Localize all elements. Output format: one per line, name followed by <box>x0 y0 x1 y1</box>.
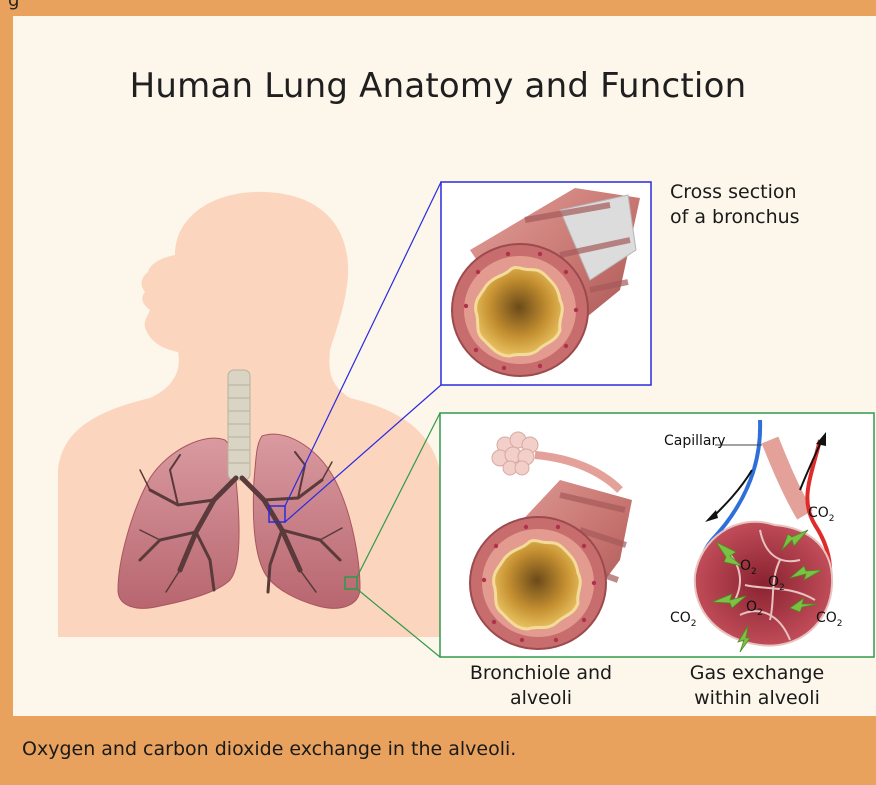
co2-text: CO <box>808 505 829 521</box>
o2-label-1: O2 <box>740 558 757 577</box>
co2-label-left: CO2 <box>670 610 697 629</box>
gas-exchange-line2: within alveoli <box>672 686 842 711</box>
o2-subscript: 2 <box>751 567 757 577</box>
bronchiole-line1: Bronchiole and <box>456 661 626 686</box>
o2-subscript: 2 <box>779 583 785 593</box>
co2-text: CO <box>816 610 837 626</box>
co2-subscript: 2 <box>837 619 843 629</box>
o2-subscript: 2 <box>757 608 763 618</box>
o2-text: O <box>746 599 757 615</box>
o2-text: O <box>740 558 751 574</box>
co2-text: CO <box>670 610 691 626</box>
cross-section-line1: Cross section <box>670 180 800 205</box>
caption: Oxygen and carbon dioxide exchange in th… <box>22 738 516 760</box>
gas-exchange-label: Gas exchange within alveoli <box>672 661 842 711</box>
co2-label-top: CO2 <box>808 505 835 524</box>
bronchiole-label: Bronchiole and alveoli <box>456 661 626 711</box>
capillary-label: Capillary <box>664 433 726 449</box>
co2-subscript: 2 <box>829 514 835 524</box>
bronchiole-line2: alveoli <box>456 686 626 711</box>
o2-text: O <box>768 574 779 590</box>
co2-subscript: 2 <box>691 619 697 629</box>
o2-label-3: O2 <box>746 599 763 618</box>
o2-label-2: O2 <box>768 574 785 593</box>
cross-section-label: Cross section of a bronchus <box>670 180 800 230</box>
cross-section-line2: of a bronchus <box>670 205 800 230</box>
co2-label-right: CO2 <box>816 610 843 629</box>
gas-exchange-line1: Gas exchange <box>672 661 842 686</box>
